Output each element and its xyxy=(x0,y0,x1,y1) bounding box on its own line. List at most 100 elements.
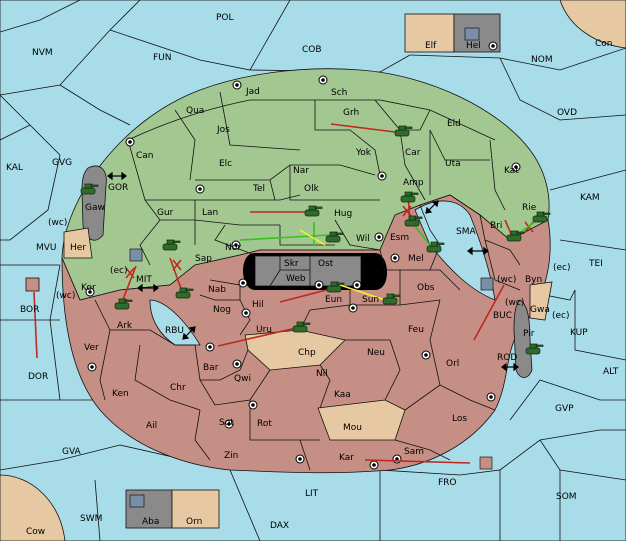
label-qua: Qua xyxy=(186,106,204,116)
label-zin: Zin xyxy=(224,451,238,461)
army-unit[interactable] xyxy=(532,211,551,223)
label-car: Car xyxy=(405,148,421,158)
green-borders xyxy=(127,91,506,266)
label-nil: Nil xyxy=(316,369,328,379)
territory-her[interactable] xyxy=(63,227,93,259)
label-con: Con xyxy=(595,39,613,49)
territory-gwa[interactable] xyxy=(529,281,553,321)
army-unit[interactable] xyxy=(114,298,133,310)
army-unit[interactable] xyxy=(292,321,311,333)
army-unit[interactable] xyxy=(382,293,401,305)
label-cow: Cow xyxy=(26,527,45,537)
fleet-icon[interactable] xyxy=(480,277,494,291)
label-alt: ALT xyxy=(603,367,619,377)
label-nvm: NVM xyxy=(32,48,53,58)
label-dor: DOR xyxy=(28,372,48,382)
label-ark: Ark xyxy=(117,321,133,331)
label-ver: Ver xyxy=(84,343,99,353)
label-kaa: Kaa xyxy=(334,390,351,400)
label-swm: SWM xyxy=(80,514,102,524)
label-pol: POL xyxy=(216,13,234,23)
label-som: SOM xyxy=(556,492,577,502)
supply-centers xyxy=(85,41,521,470)
label-sma: SMA xyxy=(456,227,476,237)
army-unit[interactable] xyxy=(304,205,323,217)
fleet-icon[interactable] xyxy=(129,494,145,508)
label-rie: Rie xyxy=(522,203,537,213)
label-los: Los xyxy=(452,414,467,424)
label-web: Web xyxy=(286,274,306,284)
label-nom: NOM xyxy=(531,55,553,65)
label-can: Can xyxy=(136,151,154,161)
label-uta: Uta xyxy=(445,159,461,169)
label-lan: Lan xyxy=(202,208,218,218)
label-rod: ROD xyxy=(497,353,517,363)
label-ec2: (ec) xyxy=(552,311,570,321)
fleet-icon[interactable] xyxy=(479,456,493,470)
label-grh: Grh xyxy=(343,108,359,118)
label-gwa: Gwa xyxy=(530,305,550,315)
label-byn: Byn xyxy=(525,275,542,285)
army-unit[interactable] xyxy=(80,183,99,195)
label-wc2: (wc) xyxy=(56,291,75,301)
label-gur: Gur xyxy=(157,208,174,218)
label-ost: Ost xyxy=(318,259,334,269)
label-mit: MIT xyxy=(136,275,152,285)
army-unit[interactable] xyxy=(394,125,413,137)
label-buc: BUC xyxy=(493,311,512,321)
label-feu: Feu xyxy=(408,325,424,335)
label-nab: Nab xyxy=(208,285,226,295)
label-cob: COB xyxy=(302,45,322,55)
army-unit[interactable] xyxy=(506,230,525,242)
army-unit[interactable] xyxy=(175,287,194,299)
label-elf: Elf xyxy=(425,41,437,51)
army-unit[interactable] xyxy=(426,241,445,253)
fleet-icon[interactable] xyxy=(129,248,143,262)
label-ec1: (ec) xyxy=(110,266,128,276)
territory-orn[interactable] xyxy=(171,489,220,529)
label-mou: Mou xyxy=(343,423,362,433)
label-mel: Mel xyxy=(408,254,424,264)
army-unit[interactable] xyxy=(326,281,345,293)
label-nar: Nar xyxy=(293,166,309,176)
fortress-interior xyxy=(254,255,362,287)
label-bar: Bar xyxy=(203,363,219,373)
label-kam: KAM xyxy=(580,193,600,203)
army-unit[interactable] xyxy=(325,231,344,243)
label-jos: Jos xyxy=(216,125,230,135)
label-dax: DAX xyxy=(270,521,289,531)
label-sam: Sam xyxy=(404,447,424,457)
fleets xyxy=(129,27,494,508)
label-wc1: (wc) xyxy=(48,218,67,228)
territory-pir[interactable] xyxy=(513,299,533,378)
label-obs: Obs xyxy=(417,283,435,293)
lake-sma[interactable] xyxy=(414,200,496,301)
territory-labels: POL NVM FUN COB NOM Con Elf Hel OVD KAL … xyxy=(6,13,619,537)
army-unit[interactable] xyxy=(162,239,181,251)
label-gor: GOR xyxy=(108,183,128,193)
label-kar: Kar xyxy=(339,453,354,463)
label-nog: Nog xyxy=(213,305,231,315)
label-tei: TEI xyxy=(588,259,603,269)
territory-mou[interactable] xyxy=(317,399,406,441)
label-ken: Ken xyxy=(112,389,129,399)
label-fun: FUN xyxy=(153,53,172,63)
label-orl: Orl xyxy=(446,359,459,369)
army-unit[interactable] xyxy=(525,343,544,355)
label-pir: Pir xyxy=(523,329,535,339)
army-unit[interactable] xyxy=(400,191,419,203)
label-her: Her xyxy=(70,243,86,253)
label-gaw: Gaw xyxy=(85,203,105,213)
label-kat: Kat xyxy=(504,166,519,176)
label-ail: Ail xyxy=(146,421,157,431)
fleet-icon[interactable] xyxy=(464,27,480,41)
label-rbu: RBU xyxy=(165,326,184,336)
label-gva: GVA xyxy=(62,447,82,457)
label-hil: Hil xyxy=(252,300,264,310)
label-sap: Sap xyxy=(195,254,212,264)
label-wc4: (wc) xyxy=(505,298,524,308)
label-eld: Eld xyxy=(447,119,461,129)
territory-elf[interactable] xyxy=(404,13,455,53)
army-unit[interactable] xyxy=(404,215,423,227)
